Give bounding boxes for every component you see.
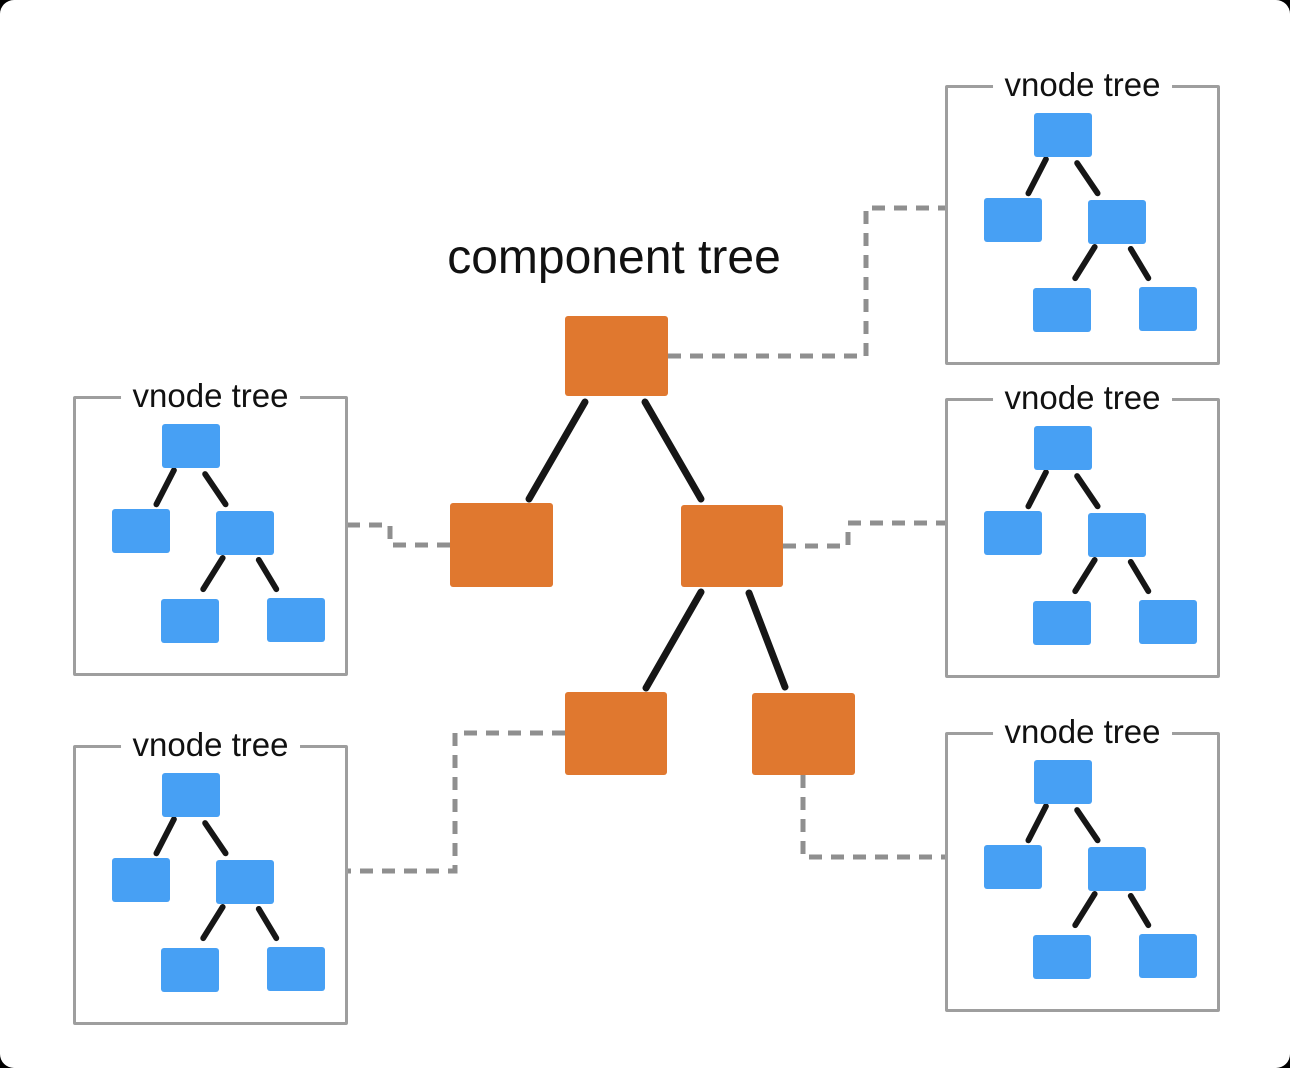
vnode-tree-label: vnode tree [992,66,1173,104]
component-edge-root-to-left-child [525,398,589,503]
vnode-node-grandchild-right [1139,934,1197,978]
vnode-node-grandchild-left [1033,935,1091,979]
vnode-tree-edges [1025,803,1152,929]
connector-grandchild-left-to-vnode-bottom-left [348,730,565,874]
vnode-tree-label: vnode tree [120,377,301,415]
vnode-edge-child-left [200,555,226,593]
vnode-tree-edges [153,467,280,593]
vnode-node-child-right [1088,847,1146,891]
component-edge-right-child-to-grandchild-right [745,589,789,691]
component-edge-root-to-right-child [641,398,705,503]
vnode-node-grandchild-right [1139,287,1197,331]
vnode-edge-child-left [1072,557,1098,595]
vnode-tree-box-bottom-left: vnode tree [73,726,348,1025]
vnode-node-child-right [1088,513,1146,557]
vnode-edge-child-right [1127,245,1152,282]
vnode-node-child-left [112,509,170,553]
vnode-node-child-right [216,511,274,555]
vnode-edge-root-left [1025,469,1049,510]
vnode-node-grandchild-right [267,947,325,991]
connector-left-child-to-vnode-middle-left [347,522,450,548]
component-node-grandchild-right [752,693,855,775]
vnode-edge-child-right [255,905,280,942]
vnode-node-grandchild-left [1033,288,1091,332]
component-tree-title: component tree [447,231,781,284]
vnode-node-root [162,773,220,817]
vnode-edge-root-left [153,816,177,857]
vnode-tree-edges [153,816,280,942]
component-node-left-child [450,503,553,587]
vnode-node-child-right [1088,200,1146,244]
vnode-edge-child-right [255,556,280,593]
vnode-edge-child-left [200,904,226,942]
connector-grandchild-right-to-vnode-bottom-right [800,775,945,860]
connector-right-child-to-vnode-middle-right [783,520,945,549]
component-node-root [565,316,668,396]
vnode-edge-child-left [1072,244,1098,282]
vnode-edge-root-right [1074,160,1101,197]
vnode-tree-label: vnode tree [120,726,301,764]
vnode-edge-root-right [202,471,229,508]
vnode-node-grandchild-left [161,948,219,992]
vnode-node-root [1034,113,1092,157]
vnode-tree-box-top-right: vnode tree [945,66,1220,365]
vnode-edge-child-right [1127,558,1152,595]
vnode-node-child-right [216,860,274,904]
vnode-edge-root-left [1025,803,1049,844]
vnode-tree-label: vnode tree [992,713,1173,751]
component-node-right-child [681,505,783,587]
vnode-node-child-left [984,511,1042,555]
vnode-node-root [162,424,220,468]
vnode-node-child-left [112,858,170,902]
vnode-node-grandchild-right [1139,600,1197,644]
component-edge-right-child-to-grandchild-left [642,588,705,692]
vnode-edge-root-right [1074,807,1101,844]
vnode-tree-label: vnode tree [992,379,1173,417]
vnode-tree-box-middle-left: vnode tree [73,377,348,676]
vnode-edge-child-left [1072,891,1098,929]
vnode-node-grandchild-left [161,599,219,643]
vnode-tree-box-bottom-right: vnode tree [945,713,1220,1012]
vnode-node-root [1034,426,1092,470]
vnode-edge-child-right [1127,892,1152,929]
vnode-edge-root-left [1025,156,1049,197]
vnode-node-grandchild-right [267,598,325,642]
vnode-edge-root-right [202,820,229,857]
vnode-node-grandchild-left [1033,601,1091,645]
vnode-node-child-left [984,845,1042,889]
component-node-grandchild-left [565,692,667,775]
vnode-edge-root-right [1074,473,1101,510]
vnode-tree-edges [1025,156,1152,282]
vnode-edge-root-left [153,467,177,508]
vnode-node-child-left [984,198,1042,242]
vnode-tree-box-middle-right: vnode tree [945,379,1220,678]
vnode-node-root [1034,760,1092,804]
vnode-tree-edges [1025,469,1152,595]
